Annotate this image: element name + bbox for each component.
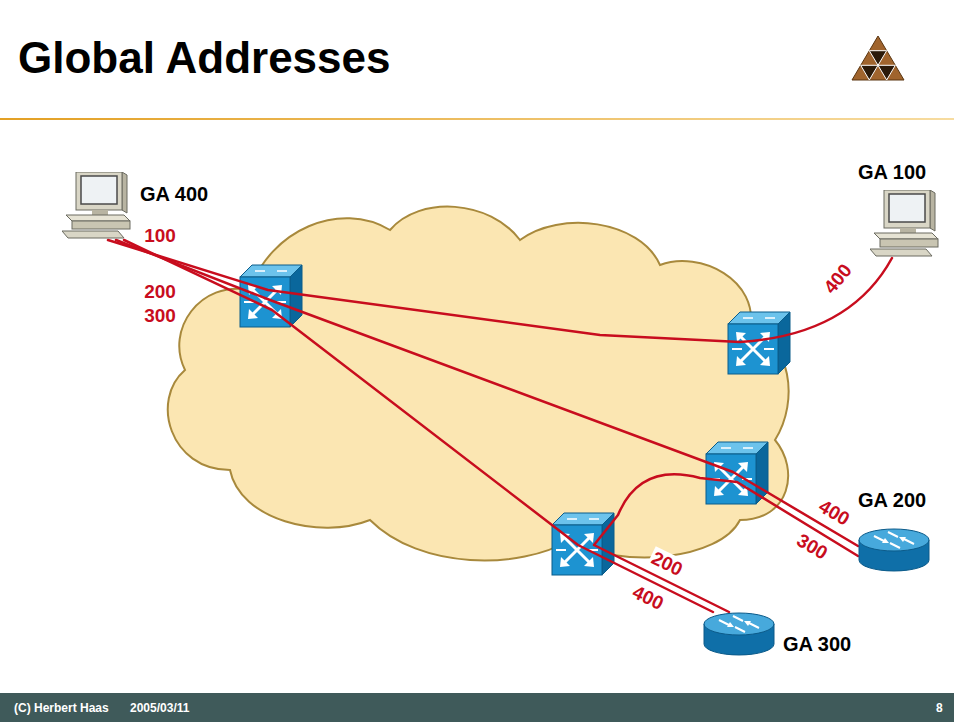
slide-title: Global Addresses <box>18 36 391 80</box>
virtual-circuit <box>116 240 858 546</box>
switch-icon <box>240 265 302 327</box>
workstation-node: GA 100 <box>858 160 940 258</box>
device-address: GA 200 <box>858 488 926 512</box>
company-logo <box>852 36 904 80</box>
network-cloud <box>168 207 789 561</box>
device-address: GA 300 <box>783 632 851 656</box>
workstation-icon <box>62 172 132 240</box>
global-address: 200 <box>142 281 178 303</box>
device-address: GA 400 <box>140 182 208 206</box>
virtual-circuit <box>124 240 713 612</box>
workstation-icon <box>870 190 940 258</box>
router-node: GA 300 <box>703 612 851 658</box>
router-icon <box>703 612 775 658</box>
router-icon <box>858 528 930 574</box>
switch-icon <box>552 513 614 575</box>
router-node: GA 200 <box>858 488 930 574</box>
footer-bar <box>0 693 954 722</box>
global-address: 300 <box>142 305 178 327</box>
global-address: 300 <box>791 528 833 565</box>
workstation-node: GA 400 <box>62 172 208 240</box>
title-rule <box>0 118 954 120</box>
virtual-circuit <box>108 240 892 342</box>
device-address: GA 100 <box>858 160 926 184</box>
global-address: 400 <box>813 494 855 531</box>
global-address: 400 <box>818 258 858 299</box>
global-address: 100 <box>142 225 178 247</box>
footer-author: (C) Herbert Haas <box>14 700 109 716</box>
page-number: 8 <box>936 700 943 716</box>
footer-date: 2005/03/11 <box>130 700 189 716</box>
